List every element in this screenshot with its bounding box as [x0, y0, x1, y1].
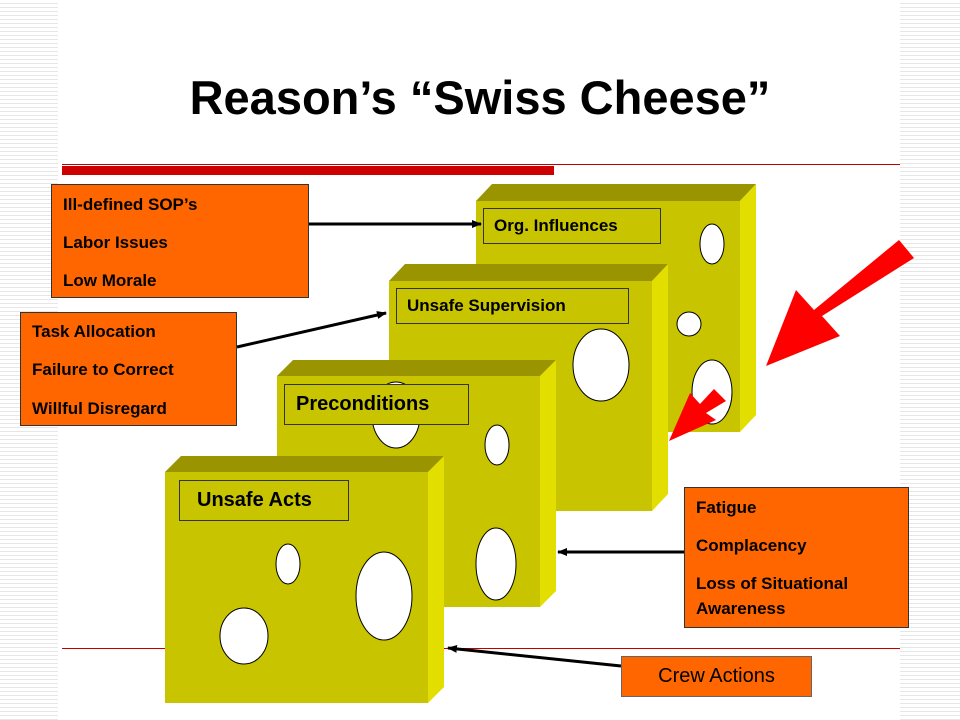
cheese-hole [475, 527, 517, 601]
factor-item: Willful Disregard [32, 399, 167, 418]
layer-label-text: Unsafe Acts [197, 489, 312, 511]
factor-item: Task Allocation [32, 322, 156, 341]
layer-label-text: Org. Influences [494, 216, 618, 235]
cheese-hole [219, 607, 269, 665]
slide-title: Reason’s “Swiss Cheese” [189, 71, 771, 124]
slice-top-face [476, 184, 756, 201]
footer-rule [62, 648, 900, 649]
slice-side-face [428, 456, 444, 703]
layer-label-unsafe-acts: Unsafe Acts [179, 480, 349, 521]
cheese-hole [355, 551, 413, 641]
factor-box-preconditions: Fatigue Complacency Loss of Situational … [684, 487, 909, 628]
arrow-supervision-to-layer [236, 311, 387, 349]
layer-label-unsafe-supervision: Unsafe Supervision [396, 288, 629, 324]
cheese-hole [676, 311, 702, 337]
arrow-crew-to-layer [447, 644, 622, 668]
factor-item: Fatigue [696, 498, 757, 517]
factor-item: Failure to Correct [32, 360, 174, 379]
hazard-arrow-large [766, 240, 914, 366]
slice-top-face [277, 360, 556, 376]
cheese-hole [699, 223, 725, 265]
factor-item: Loss of Situational [696, 574, 849, 593]
crew-actions-box: Crew Actions [621, 656, 812, 697]
factor-item: Low Morale [63, 271, 157, 290]
factor-item: Complacency [696, 536, 807, 555]
factor-box-supervision: Task Allocation Failure to Correct Willf… [20, 312, 237, 426]
layer-label-preconditions: Preconditions [284, 384, 469, 425]
hazard-arrow-small [669, 389, 726, 441]
factor-box-organizational: Ill-defined SOP’s Labor Issues Low Moral… [51, 184, 309, 298]
layer-label-text: Preconditions [296, 393, 430, 415]
factor-item: Ill-defined SOP’s [63, 195, 198, 214]
factor-item: Labor Issues [63, 233, 168, 252]
slice-top-face [165, 456, 444, 472]
cheese-hole [275, 543, 301, 585]
layer-label-org-influences: Org. Influences [483, 208, 661, 244]
cheese-hole [572, 328, 630, 402]
factor-item: Awareness [696, 599, 786, 618]
slice-side-face [740, 184, 756, 432]
layer-label-text: Unsafe Supervision [407, 296, 566, 315]
title-rule-thin [62, 164, 900, 165]
slice-side-face [652, 264, 668, 511]
slice-side-face [540, 360, 556, 607]
cheese-hole [484, 424, 510, 466]
slice-top-face [389, 264, 668, 281]
title-rule-thick [62, 166, 554, 175]
